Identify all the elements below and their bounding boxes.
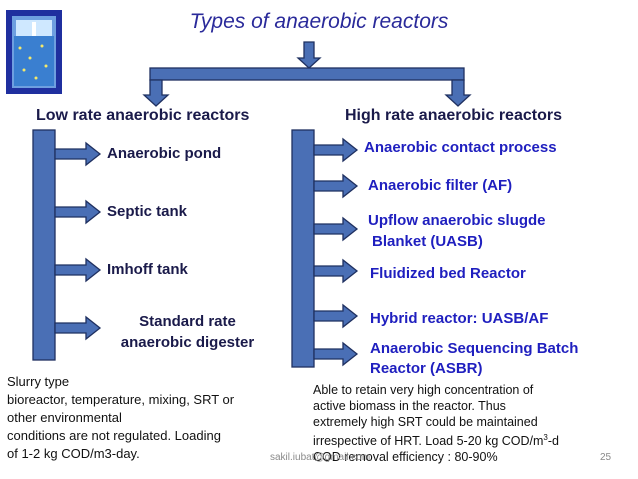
high-note-load-tail: -d [547,434,559,449]
high-item-fluidized-bed: Fluidized bed Reactor [370,265,526,282]
high-item-contact-process: Anaerobic contact process [364,139,557,156]
low-rate-note: Slurry type bioreactor, temperature, mix… [7,373,234,463]
left-branch-arrow [142,79,170,107]
right-arrow-5 [313,303,359,329]
page-title: Types of anaerobic reactors [189,10,449,33]
high-item-hybrid-reactor: Hybrid reactor: UASB/AF [370,310,549,327]
right-arrow-2 [313,173,359,199]
low-note-line: other environmental [7,410,122,425]
right-arrow-6 [313,341,359,367]
right-arrow-3 [313,216,359,242]
high-rate-header: High rate anaerobic reactors [345,107,562,124]
high-note-line: extremely high SRT could be maintained [313,415,538,429]
high-note-line: COD removal efficiency : 80-90% [313,450,498,465]
low-item-septic-tank: Septic tank [107,203,188,220]
right-arrow-1 [313,137,359,163]
high-note-line-load: irrespective of HRT. Load 5-20 kg COD/m3… [313,430,559,449]
low-item-anaerobic-pond: Anaerobic pond [107,145,222,162]
low-item-standard-rate-digester: Standard rate anaerobic digester [100,311,275,353]
top-down-arrow [296,41,322,69]
low-note-line: bioreactor, temperature, mixing, SRT or [7,392,235,407]
horizontal-bar [149,67,465,81]
left-arrow-1 [54,141,102,167]
high-item-uasb-line1: Upflow anaerobic slugde [368,212,546,229]
high-note-load-text: irrespective of HRT. Load 5-20 kg COD/m [313,434,544,449]
left-arrow-3 [54,257,102,283]
reactor-logo-icon [6,10,62,94]
high-rate-note: Able to retain very high concentration o… [313,382,559,465]
left-arrow-2 [54,199,102,225]
left-vertical-bar [32,129,56,361]
high-item-anaerobic-filter: Anaerobic filter (AF) [368,177,513,194]
low-item-standard-rate-line1: Standard rate [139,313,236,330]
low-note-line: conditions are not regulated. Loading [7,428,221,443]
left-arrow-4 [54,315,102,341]
high-note-superscript: 3 [543,433,548,442]
high-note-line: Able to retain very high concentration o… [313,383,534,397]
low-note-line: of 1-2 kg COD/m3-day. [7,446,140,461]
right-vertical-bar [291,129,315,368]
right-arrow-4 [313,258,359,284]
high-item-asbr-line2: Reactor (ASBR) [370,360,483,377]
low-rate-header: Low rate anaerobic reactors [36,107,250,124]
low-item-standard-rate-line2: anaerobic digester [120,334,255,351]
right-branch-arrow [444,79,472,107]
footer-source: sakil.iubat@gmail.com [270,452,371,463]
high-item-asbr-line1: Anaerobic Sequencing Batch [370,340,579,357]
high-item-uasb-line2: Blanket (UASB) [372,233,483,250]
page-number: 25 [600,452,612,463]
low-note-line: Slurry type [7,374,70,389]
low-item-imhoff-tank: Imhoff tank [107,261,188,278]
high-note-line: active biomass in the reactor. Thus [313,399,506,413]
